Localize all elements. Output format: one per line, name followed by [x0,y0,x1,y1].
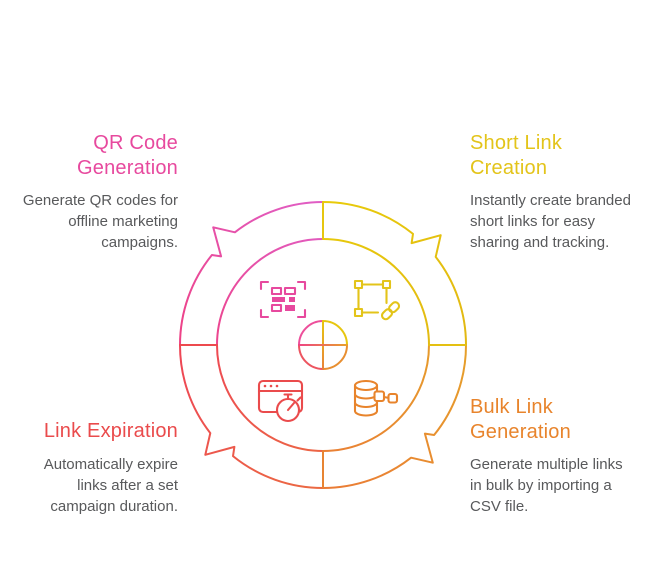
crosshair-arc-tr [322,320,348,346]
inner-arc-orange [322,344,430,452]
database-export-icon [353,379,399,417]
qr-code-icon [259,280,307,319]
link-expiration-description: Automatically expire links after a set c… [43,456,178,515]
crosshair-arc-tl [298,320,324,346]
vector-square-link-icon [353,279,401,321]
qr-code-generation-title: QR Code Generation [77,132,178,179]
inner-arc-yellow [322,238,430,346]
quadrant-arc-pink [179,200,324,346]
inner-arc-pink [216,238,324,346]
short-link-creation-description: Instantly create branded short links for… [470,192,631,251]
qr-code-generation-description: Generate QR codes for offline marketing … [22,192,178,251]
inner-arc-red [216,344,324,452]
browser-timer-icon [257,379,304,423]
cycle-diagram [178,200,468,490]
bulk-link-generation-description: Generate multiple links in bulk by impor… [470,456,623,515]
quadrant-arc-red [178,344,324,489]
quadrant-arc-orange [322,344,467,490]
quadrant-arc-yellow [322,201,468,346]
crosshair-arc-br [322,344,348,370]
crosshair-arc-bl [298,344,324,370]
link-expiration-title: Link Expiration [43,420,178,442]
center-crosshair [298,320,348,370]
short-link-creation-title: Short Link Creation [470,132,563,179]
bulk-link-generation-title: Bulk Link Generation [470,396,571,443]
